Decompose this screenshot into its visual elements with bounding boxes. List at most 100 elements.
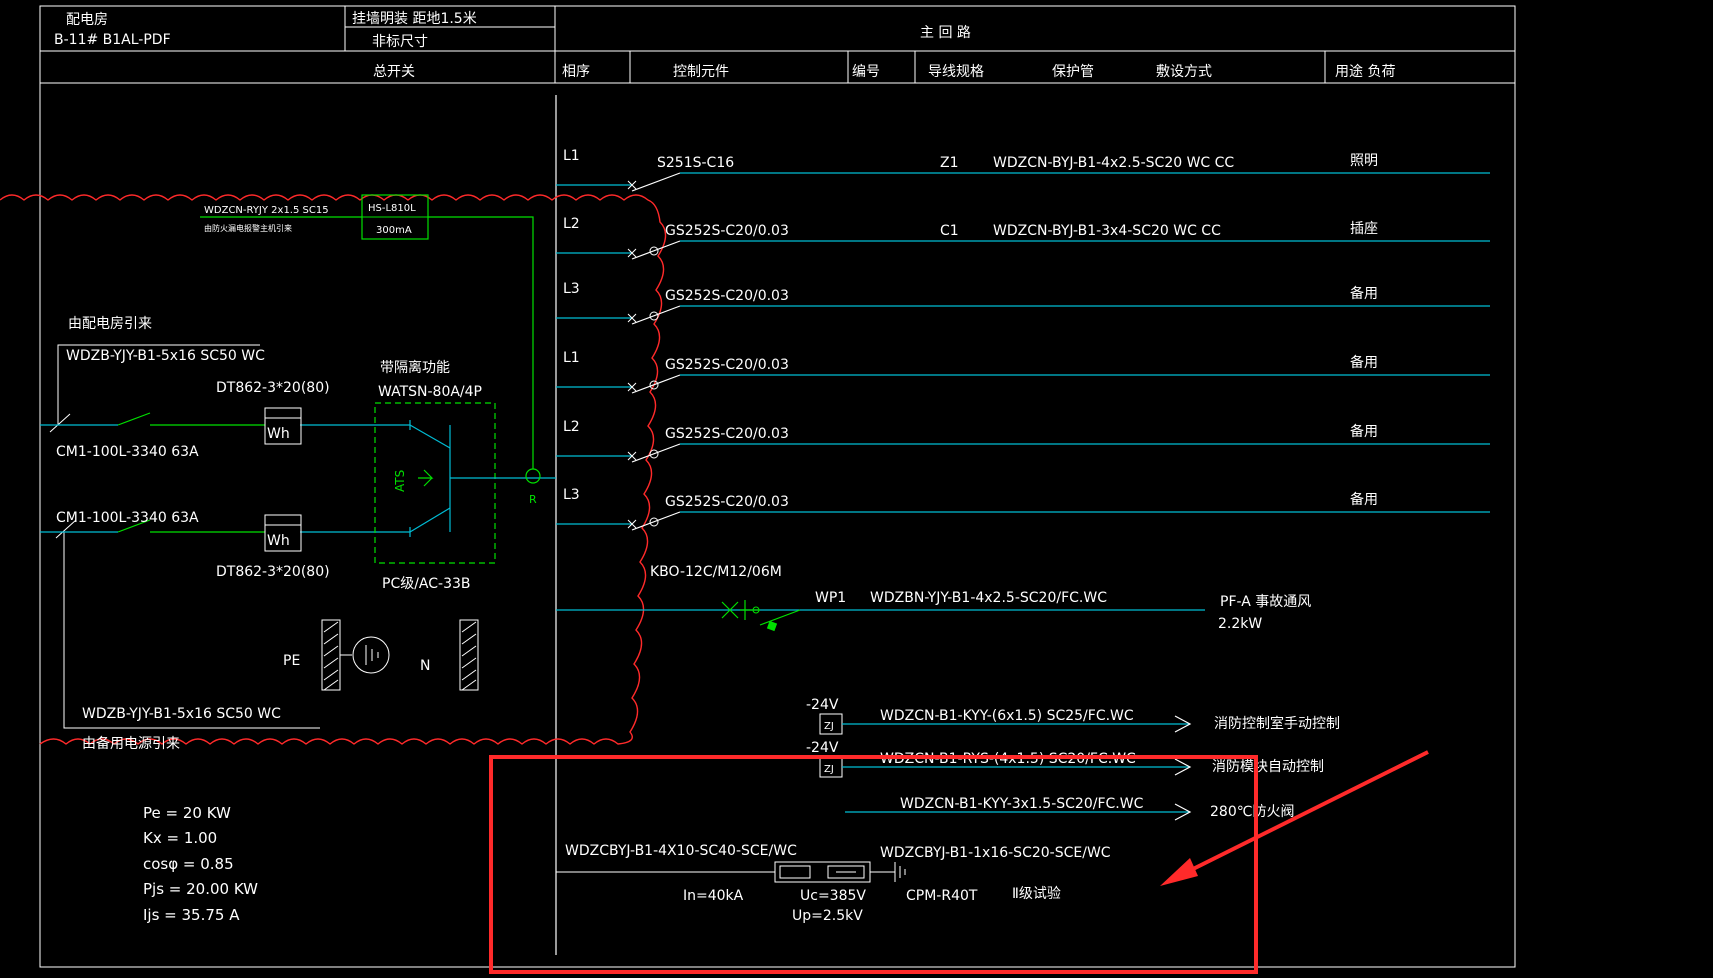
- surge-protector: [556, 861, 906, 883]
- spd-class: Ⅱ级试验: [1012, 886, 1061, 902]
- circuit-usage: 插座: [1350, 221, 1378, 237]
- room-label: 配电房: [66, 12, 108, 28]
- rcd-symbol: [649, 517, 659, 527]
- ats-text: ATS: [393, 470, 407, 492]
- circuit-breaker-x: [627, 451, 637, 461]
- ctrl-1-relay: ZJ: [824, 721, 834, 732]
- breaker-b-blade: [117, 519, 151, 533]
- ats-box: [374, 402, 496, 564]
- circuit-phase: L2: [563, 419, 580, 435]
- circuit-device: GS252S-C20/0.03: [665, 288, 789, 304]
- ctrl-1-voltage: -24V: [806, 697, 839, 713]
- circuit-usage: 备用: [1350, 285, 1378, 302]
- header-usage: 用途 负荷: [1335, 63, 1395, 80]
- main-circuit-title: 主 回 路: [920, 25, 971, 41]
- fire-control-lines: [819, 713, 1192, 821]
- circuit-phase: L2: [563, 216, 580, 232]
- circuit-number: Z1: [940, 155, 959, 171]
- circuit-device: GS252S-C20/0.03: [665, 223, 789, 239]
- circuit-breaker-blade: [631, 443, 681, 463]
- ctrl-2-relay: ZJ: [824, 764, 834, 775]
- circuit-usage: 照明: [1350, 153, 1378, 169]
- circuit-usage: 备用: [1350, 491, 1378, 508]
- calc-kx: Kx = 1.00: [143, 829, 217, 847]
- drawing-id: B-11# B1AL-PDF: [54, 32, 171, 48]
- incoming-cable-line-1: [57, 344, 260, 425]
- spd-in: In=40kA: [683, 888, 744, 904]
- circuit-device: GS252S-C20/0.03: [665, 426, 789, 442]
- ctrl-1-usage: 消防控制室手动控制: [1214, 715, 1340, 732]
- fan-circuit: [556, 600, 1205, 632]
- fire-leakage-wire: [428, 216, 534, 469]
- rcd-symbol: [649, 246, 659, 256]
- circuit-breaker-x: [627, 313, 637, 323]
- size-note: 非标尺寸: [372, 34, 428, 50]
- circuit-phase: L3: [563, 281, 580, 297]
- header-conduit: 保护管: [1052, 64, 1094, 80]
- ats-class: PC级/AC-33B: [382, 576, 471, 592]
- header-number: 编号: [852, 64, 880, 80]
- rcd-symbol: [649, 380, 659, 390]
- circuit-device: S251S-C16: [657, 155, 734, 171]
- circuit-phase: L1: [563, 350, 580, 366]
- n-bar: [459, 619, 479, 691]
- fire-cable-label: WDZCN-RYJY 2x1.5 SC15: [204, 205, 329, 216]
- incoming-cable-2: WDZB-YJY-B1-5x16 SC50 WC: [82, 706, 281, 722]
- circuit-device: GS252S-C20/0.03: [665, 494, 789, 510]
- header-phase: 相序: [562, 64, 590, 80]
- breaker-1-model: CM1-100L-3340 63A: [56, 444, 199, 460]
- header-laying: 敷设方式: [1156, 64, 1212, 80]
- fan-load: PF-A 事故通风: [1220, 594, 1311, 610]
- ctrl-2-voltage: -24V: [806, 740, 839, 756]
- from-backup-label: 由备用电源引来: [82, 735, 180, 752]
- meter-1-model: DT862-3*20(80): [216, 380, 330, 396]
- tick-1: [49, 413, 71, 433]
- circuit-breaker-blade: [631, 240, 681, 260]
- circuit-breaker-blade: [631, 305, 681, 325]
- spd-cable: WDZCBYJ-B1-4X10-SC40-SCE/WC: [565, 843, 797, 859]
- calc-pjs: Pjs = 20.00 KW: [143, 880, 258, 898]
- pe-label: PE: [283, 653, 300, 669]
- circuit-breaker-blade: [631, 172, 681, 192]
- from-room-label: 由配电房引来: [68, 316, 152, 332]
- circuit-device: GS252S-C20/0.03: [665, 357, 789, 373]
- meter-label-1: Wh: [267, 426, 290, 442]
- fan-power: 2.2kW: [1218, 616, 1262, 632]
- n-label: N: [420, 658, 430, 674]
- calc-pe: Pe = 20 KW: [143, 804, 231, 822]
- header-control: 控制元件: [673, 64, 729, 80]
- circuit-breaker-x: [627, 519, 637, 529]
- meter-label-2: Wh: [267, 533, 290, 549]
- highlight-box: [489, 755, 1258, 974]
- ctrl-3-usage: 280℃防火阀: [1210, 804, 1294, 820]
- circuit-breaker-x: [627, 248, 637, 258]
- circuit-breaker-x: [627, 382, 637, 392]
- highlight-arrow: [1160, 750, 1429, 886]
- circuit-spec: WDZCN-BYJ-B1-3x4-SC20 WC CC: [993, 223, 1221, 239]
- circuit-number: C1: [940, 223, 959, 239]
- breaker-2-model: CM1-100L-3340 63A: [56, 510, 199, 526]
- header-main-switch: 总开关: [373, 64, 415, 80]
- circuit-breaker-blade: [631, 374, 681, 394]
- ats-contact-b: [409, 507, 451, 533]
- residual-sensor: [525, 468, 541, 484]
- fan-device: KBO-12C/M12/06M: [650, 564, 782, 580]
- ctrl-2-usage: 消防模块自动控制: [1212, 759, 1324, 775]
- meter-box-1: [264, 407, 302, 445]
- spd-up: Up=2.5kV: [792, 908, 863, 924]
- fan-number: WP1: [815, 590, 846, 606]
- revision-cloud: [0, 194, 667, 745]
- meter-2-model: DT862-3*20(80): [216, 564, 330, 580]
- spd-uc: Uc=385V: [800, 888, 866, 904]
- tick-2: [55, 519, 77, 539]
- fire-note-label: 由防火漏电报警主机引来: [204, 223, 292, 233]
- spd-model: CPM-R40T: [906, 888, 978, 904]
- circuit-usage: 备用: [1350, 354, 1378, 371]
- circuit-spec: WDZCN-BYJ-B1-4x2.5-SC20 WC CC: [993, 155, 1234, 171]
- outgoing-circuits: L1 S251S-C16 Z1 WDZCN-BYJ-B1-4x2.5-SC20 WC …: [556, 148, 1490, 531]
- calc-cos: cosφ = 0.85: [143, 855, 234, 873]
- calc-ijs: Ijs = 35.75 A: [143, 906, 240, 924]
- ctrl-3-spec: WDZCN-B1-KYY-3x1.5-SC20/FC.WC: [900, 796, 1144, 812]
- ats-arrow: [418, 469, 434, 487]
